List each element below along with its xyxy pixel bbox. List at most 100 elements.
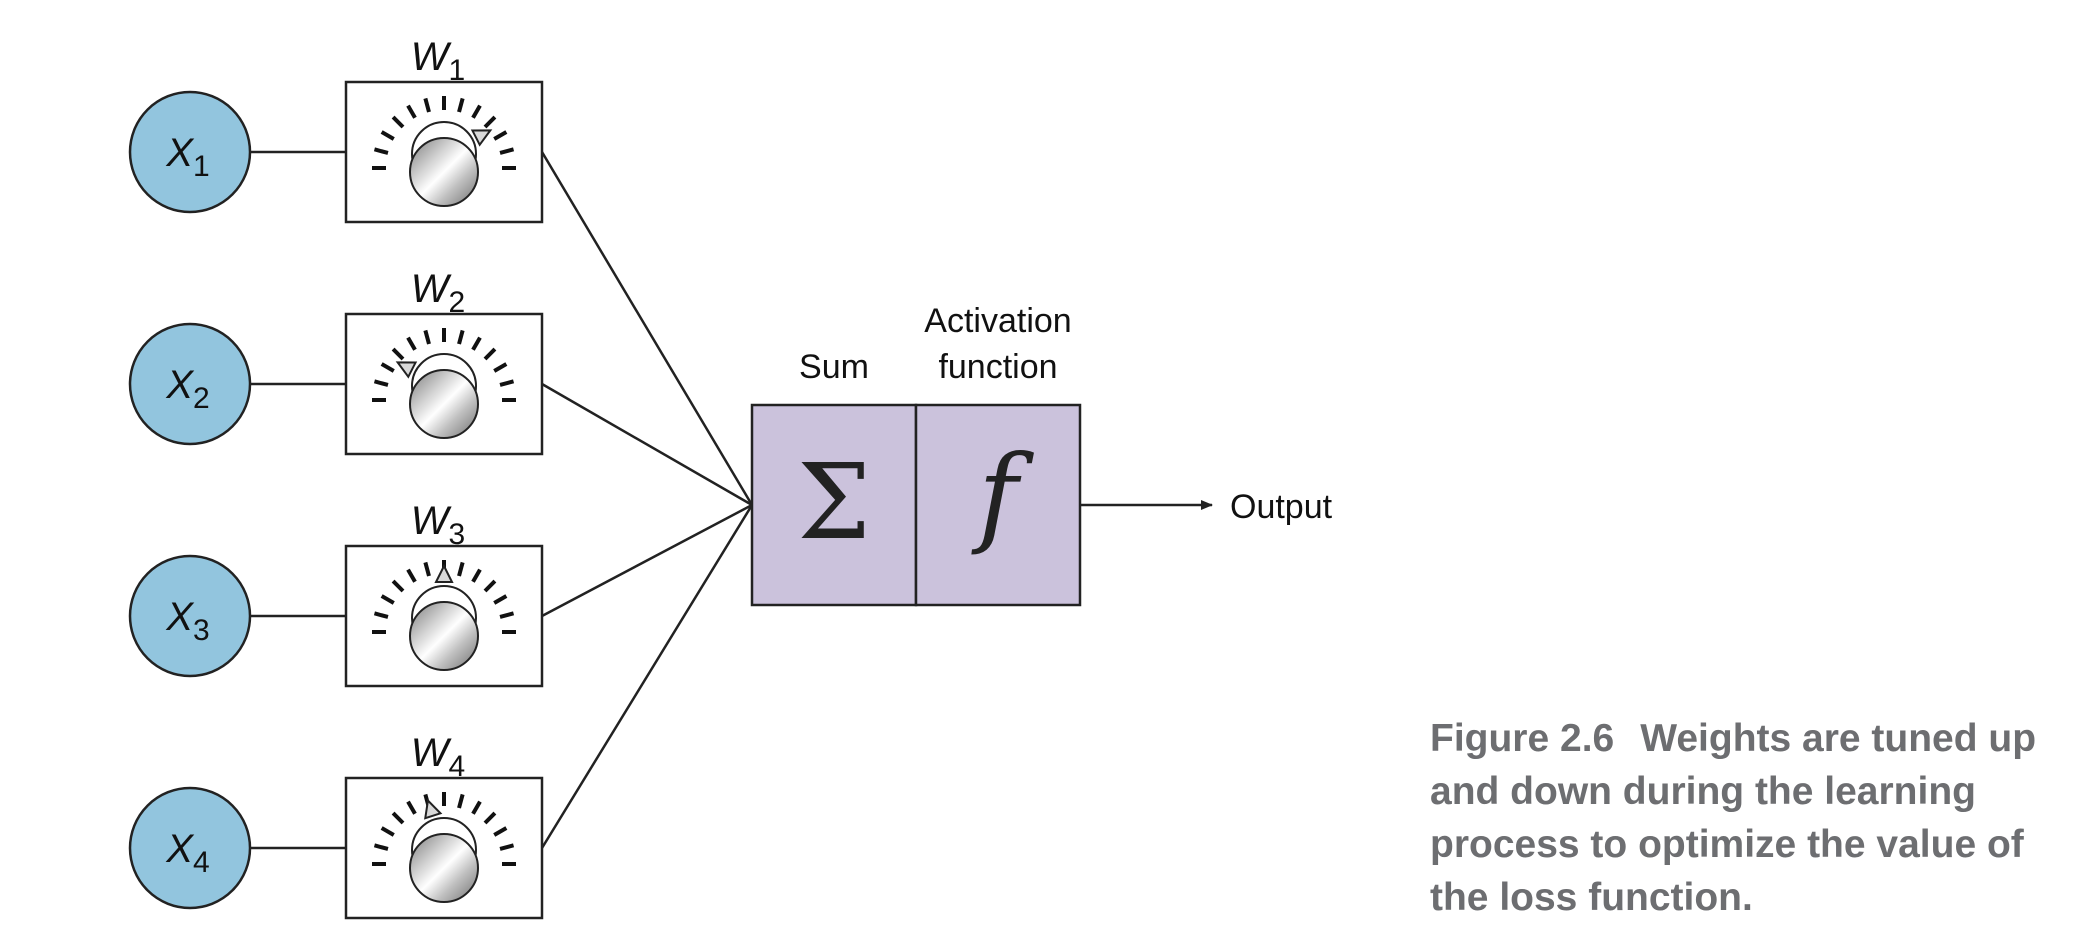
dial-tick — [493, 826, 508, 837]
dial-ticks — [372, 560, 516, 634]
dial-tick — [457, 561, 465, 577]
dial-tick — [471, 336, 482, 351]
dial-tick — [457, 793, 465, 809]
activation-label-line2: function — [938, 348, 1057, 386]
dial-tick — [423, 329, 431, 345]
dial-tick — [406, 568, 417, 583]
dial-tick — [471, 568, 482, 583]
dial-tick — [499, 611, 515, 619]
caption-text: Weights are tuned up and down during the… — [1430, 717, 2037, 919]
input-node: X3 — [128, 554, 252, 678]
dial-tick — [471, 800, 482, 815]
weight-link — [541, 503, 753, 618]
input-subscript: 4 — [193, 846, 210, 879]
dial-knob — [409, 833, 479, 903]
dial-pointer — [395, 361, 418, 379]
dial-tick — [373, 843, 389, 851]
weight-subscript: 2 — [449, 286, 466, 319]
input-variable: X — [165, 595, 194, 639]
dial-knob — [409, 137, 479, 207]
dial-knob — [409, 601, 479, 671]
dial-tick — [483, 115, 497, 129]
dial-tick — [483, 347, 497, 361]
dial-pointer — [434, 563, 454, 583]
input-node-circle — [128, 554, 252, 678]
dial-tick — [457, 97, 465, 113]
weight-subscript: 3 — [449, 518, 466, 551]
input-node: X2 — [128, 322, 252, 446]
dial-tick — [499, 843, 515, 851]
weight-dial: W2 — [344, 267, 544, 456]
input-variable: X — [165, 131, 194, 175]
output-label: Output — [1230, 488, 1333, 526]
input-variable: X — [165, 827, 194, 871]
dial-tick — [483, 811, 497, 825]
dial-tick — [457, 329, 465, 345]
dial-pointer — [470, 129, 493, 147]
dial-tick — [391, 811, 405, 825]
dial-ticks — [372, 792, 516, 866]
dial-tick — [499, 379, 515, 387]
input-subscript: 2 — [193, 382, 210, 415]
weight-subscript: 4 — [449, 750, 466, 783]
input-node-label: X1 — [165, 131, 209, 183]
activation-label-line1: Activation — [924, 302, 1071, 340]
weight-link — [540, 504, 754, 849]
dial-tick — [380, 130, 395, 141]
weight-link — [541, 382, 753, 507]
weight-dial: W3 — [344, 499, 544, 688]
weight-dial: W4 — [344, 731, 544, 920]
dial-knob — [409, 369, 479, 439]
input-node-circle — [128, 786, 252, 910]
dial-tick — [406, 800, 417, 815]
sum-box — [750, 403, 918, 607]
sum-symbol: Σ — [797, 441, 871, 563]
input-node-circle — [128, 322, 252, 446]
figure-number: Figure 2.6 — [1430, 717, 1615, 760]
weight-label: W3 — [411, 499, 465, 551]
input-node-label: X3 — [165, 595, 209, 647]
weight-label: W4 — [411, 731, 465, 783]
dial-tick — [493, 130, 508, 141]
dial-pointer — [424, 798, 443, 820]
dial-tick — [391, 347, 405, 361]
dial-tick — [373, 147, 389, 155]
weight-variable: W — [411, 731, 452, 775]
weight-label: W1 — [411, 35, 465, 87]
dial-tick — [406, 336, 417, 351]
dial-tick — [380, 594, 395, 605]
dial-tick — [483, 579, 497, 593]
sum-label: Sum — [799, 348, 869, 386]
dial-tick — [380, 826, 395, 837]
dial-tick — [373, 611, 389, 619]
input-node-label: X4 — [165, 827, 209, 879]
input-node: X1 — [128, 90, 252, 214]
weight-subscript: 1 — [449, 54, 466, 87]
connections — [250, 150, 754, 850]
weight-label: W2 — [411, 267, 465, 319]
weight-variable: W — [411, 35, 452, 79]
dial-tick — [493, 594, 508, 605]
dial-ticks — [372, 328, 516, 402]
weight-variable: W — [411, 267, 452, 311]
weight-link — [540, 151, 754, 506]
dial-tick — [391, 579, 405, 593]
input-node: X4 — [128, 786, 252, 910]
dial-ticks — [372, 96, 516, 170]
dial-tick — [380, 362, 395, 373]
input-node-label: X2 — [165, 363, 209, 415]
input-subscript: 3 — [193, 614, 210, 647]
dial-tick — [373, 379, 389, 387]
dial-tick — [423, 97, 431, 113]
dial-tick — [493, 362, 508, 373]
input-node-circle — [128, 90, 252, 214]
input-variable: X — [165, 363, 194, 407]
weight-variable: W — [411, 499, 452, 543]
dial-tick — [391, 115, 405, 129]
weight-dial: W1 — [344, 35, 544, 224]
dial-tick — [406, 104, 417, 119]
